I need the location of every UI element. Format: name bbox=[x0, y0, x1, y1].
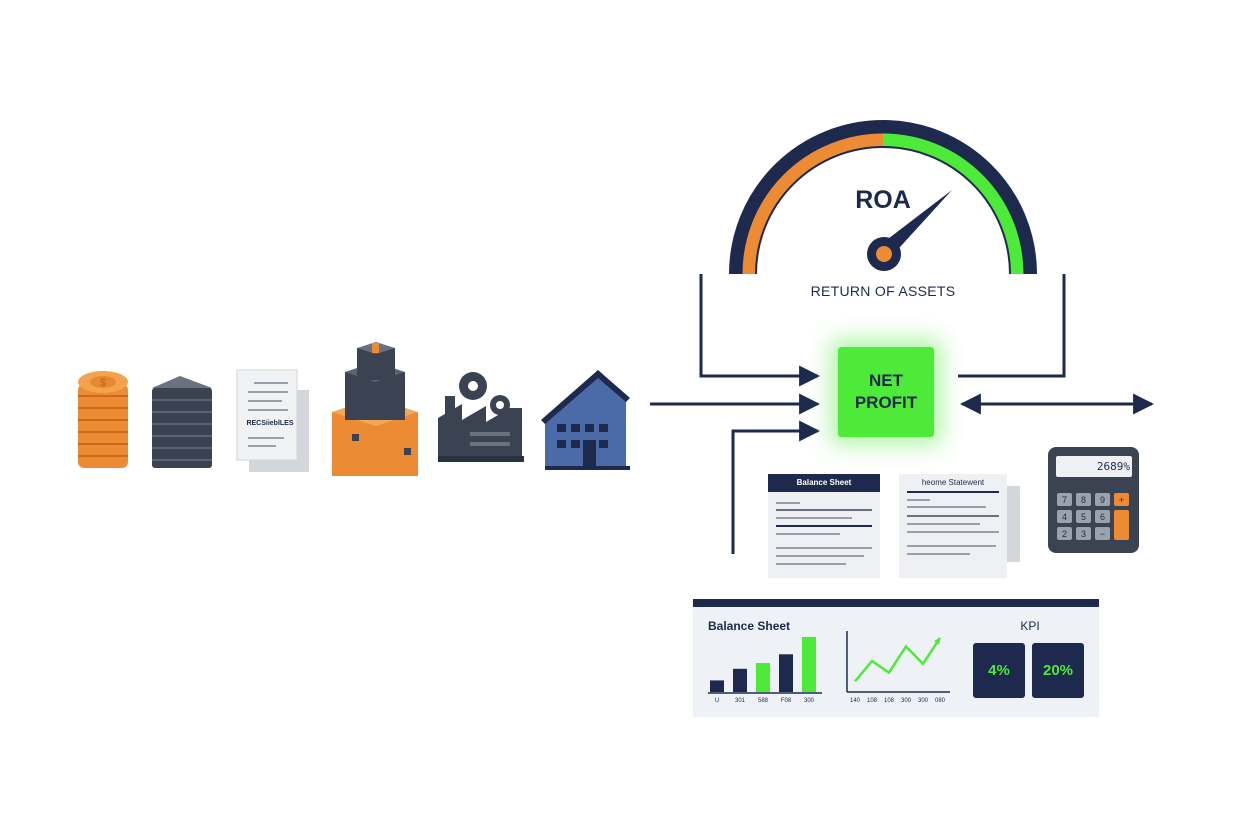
income-statement-document bbox=[899, 474, 1020, 578]
roa-title: ROA bbox=[855, 186, 911, 214]
calculator-key-label: 6 bbox=[1100, 512, 1105, 522]
inventory-boxes-icon bbox=[332, 342, 418, 476]
bar-1 bbox=[733, 668, 747, 692]
bar-tick-label-0: U bbox=[715, 698, 719, 704]
roa-gauge bbox=[729, 120, 1037, 275]
calculator-key-label: − bbox=[1100, 529, 1105, 539]
right-bracket-line bbox=[958, 274, 1066, 378]
gauge-high-band bbox=[882, 133, 1024, 275]
bar-3 bbox=[779, 654, 793, 692]
calculator-icon: 7 8 9 +4 5 6 2 3 − bbox=[1048, 447, 1139, 553]
gauge-frame-arc bbox=[729, 120, 1037, 275]
bar-tick-label-2: 588 bbox=[758, 698, 769, 704]
kpi-dashboard: U 301 588 F08 300 140 108 108 300 300 080 bbox=[693, 599, 1099, 717]
roa-subtitle: RETURN OF ASSETS bbox=[810, 283, 956, 299]
kpi-value-1: 4% bbox=[973, 643, 1025, 698]
coin-stack-icon: $ bbox=[78, 371, 128, 468]
calculator-key bbox=[1114, 493, 1129, 506]
bar-tick-label-3: F08 bbox=[781, 698, 792, 704]
calculator-key bbox=[1095, 493, 1110, 506]
line-arrowhead bbox=[933, 637, 940, 645]
gauge-pivot-center bbox=[876, 246, 892, 262]
calculator-key-label: + bbox=[1119, 495, 1124, 505]
calculator-key-equals bbox=[1114, 510, 1129, 540]
balance-sheet-doc-title: Balance Sheet bbox=[796, 478, 852, 487]
calculator-key bbox=[1095, 510, 1110, 523]
dashboard-line-chart: 140 108 108 300 300 080 bbox=[850, 637, 946, 704]
bar-4 bbox=[802, 636, 816, 692]
line-tick-label-5: 080 bbox=[935, 698, 946, 704]
income-statement-doc-title: heome Statewent bbox=[921, 478, 985, 487]
dashboard-bar-chart: U 301 588 F08 300 bbox=[710, 636, 816, 704]
bar-2 bbox=[756, 663, 770, 692]
net-profit-line1: NET bbox=[869, 371, 903, 390]
calculator-key bbox=[1095, 527, 1110, 540]
line-tick-label-1: 108 bbox=[867, 698, 878, 704]
gauge-needle bbox=[876, 190, 952, 258]
net-profit-line2: PROFIT bbox=[854, 393, 918, 412]
kpi-title: KPI bbox=[1020, 619, 1040, 633]
calculator-key-label: 5 bbox=[1081, 512, 1086, 522]
connectors bbox=[650, 274, 1155, 554]
calculator-key-label: 3 bbox=[1081, 529, 1086, 539]
balance-sheet-document bbox=[768, 474, 880, 578]
line-tick-label-0: 140 bbox=[850, 698, 861, 704]
bar-tick-label-1: 301 bbox=[735, 698, 746, 704]
line-tick-label-3: 300 bbox=[901, 698, 912, 704]
gauge-inner-arc bbox=[755, 146, 1011, 275]
left-bracket-arrow bbox=[699, 274, 821, 387]
calculator-key bbox=[1057, 493, 1072, 506]
line-tick-label-4: 300 bbox=[918, 698, 929, 704]
line-series bbox=[854, 637, 942, 683]
calculator-key-label: 9 bbox=[1100, 495, 1105, 505]
line-tick-label-2: 108 bbox=[884, 698, 895, 704]
factory-icon bbox=[438, 372, 524, 462]
calculator-key-label: 2 bbox=[1062, 529, 1067, 539]
building-icon bbox=[541, 370, 630, 470]
calculator-keypad: 7 8 9 +4 5 6 2 3 − bbox=[1057, 493, 1129, 540]
calculator-key-label: 8 bbox=[1081, 495, 1086, 505]
bar-tick-label-4: 300 bbox=[804, 698, 815, 704]
net-profit-box: NET PROFIT bbox=[838, 347, 934, 437]
calculator-key-label: 4 bbox=[1062, 512, 1067, 522]
calculator-key bbox=[1057, 510, 1072, 523]
gauge-low-band bbox=[742, 133, 884, 275]
bar-0 bbox=[710, 680, 724, 692]
calculator-key bbox=[1076, 527, 1091, 540]
dashboard-title: Balance Sheet bbox=[708, 619, 791, 633]
receivables-label: RECSiieblLES bbox=[246, 420, 294, 427]
receivables-document-icon bbox=[236, 369, 309, 472]
calculator-key-label: 7 bbox=[1062, 495, 1067, 505]
calculator-display: 2689% bbox=[1096, 460, 1130, 473]
calculator-key bbox=[1076, 493, 1091, 506]
svg-text:$: $ bbox=[100, 377, 106, 389]
documents-to-profit-arrow bbox=[731, 420, 821, 554]
server-stack-icon bbox=[152, 376, 212, 468]
kpi-value-2: 20% bbox=[1032, 643, 1084, 698]
calculator-key bbox=[1057, 527, 1072, 540]
calculator-key bbox=[1076, 510, 1091, 523]
